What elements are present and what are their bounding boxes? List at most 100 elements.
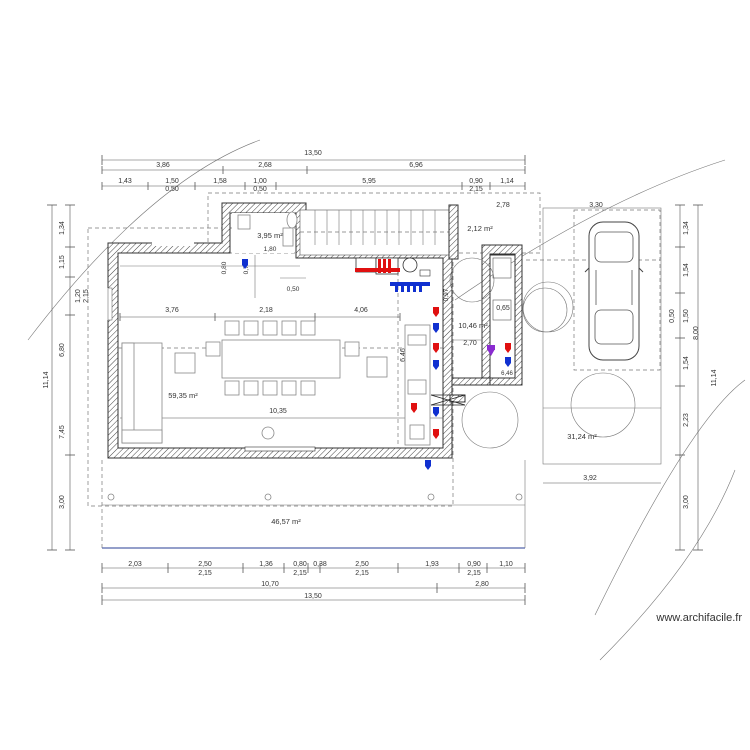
- dim-top-total: 13,50: [304, 150, 322, 157]
- dim-inner: 2,70: [463, 340, 477, 347]
- dim-top: 0,50: [165, 186, 179, 193]
- dim-right: 3,00: [683, 495, 690, 509]
- dim-right: 0,50: [669, 309, 676, 323]
- dim-inner: 0,78: [243, 261, 250, 274]
- top-dimensions: 13,50 3,86 2,68 6,96 1,43 1,50 1,58 1,00…: [101, 150, 526, 193]
- dim-bottom: 2,15: [467, 570, 481, 577]
- cold-outlet-icon: [425, 460, 431, 470]
- dim-inner: 1,80: [264, 246, 277, 253]
- dim-inner: 10,35: [269, 408, 287, 415]
- car-icon: [584, 221, 644, 361]
- dim-top: 1,50: [165, 178, 179, 185]
- dim-bottom: 10,70: [261, 581, 279, 588]
- dim-inner: 2,18: [259, 307, 273, 314]
- dim-right: 1,50: [683, 309, 690, 323]
- sofa: [121, 342, 163, 444]
- room-area-living: 59,35 m²: [168, 391, 198, 400]
- dim-top: 6,96: [409, 162, 423, 169]
- dim-top: 2,15: [469, 186, 483, 193]
- room-area-terrace: 46,57 m²: [271, 517, 301, 526]
- dim-top: 3,86: [156, 162, 170, 169]
- dining-table: [174, 320, 388, 396]
- dim-bottom: 2,50: [355, 561, 369, 568]
- grid-arc: [594, 379, 746, 616]
- dim-bottom: 2,15: [355, 570, 369, 577]
- hot-outlet-icon: [433, 343, 439, 353]
- dim-top: 1,43: [118, 178, 132, 185]
- dim-bottom: 2,15: [293, 570, 307, 577]
- wc-room: 3,95 m² 1,80 0,80 0,78 0,50: [221, 211, 306, 298]
- dim-top: 1,58: [213, 178, 227, 185]
- dim-inner: 3,76: [165, 307, 179, 314]
- dim-inner: 4,06: [354, 307, 368, 314]
- kitchen-counter: [404, 324, 431, 446]
- dim-left: 2,15: [83, 289, 90, 303]
- right-dimensions: 1,34 1,54 1,50 0,50 8,00 11,14 1,54 2,23…: [669, 204, 718, 551]
- dim-top: 5,95: [362, 178, 376, 185]
- dim-right: 11,14: [711, 369, 718, 386]
- dim-inner: 0,97: [443, 288, 450, 301]
- grid-arc: [27, 139, 261, 341]
- dim-right: 2,23: [683, 413, 690, 427]
- room-area-wc: 3,95 m²: [257, 231, 283, 240]
- dim-left: 3,00: [59, 495, 66, 509]
- dim-right: 1,34: [683, 221, 690, 235]
- dim-right: 8,00: [693, 326, 700, 340]
- dim-bottom: 2,15: [198, 570, 212, 577]
- room-area-entry: 2,12 m²: [467, 224, 493, 233]
- dim-left: 1,15: [59, 255, 66, 269]
- left-dimensions: 1,34 1,15 1,20 2,15 6,80 11,14 7,45 3,00: [43, 204, 90, 551]
- grid-arc: [599, 469, 736, 661]
- dim-inner: 0,50: [287, 286, 300, 293]
- dim-bottom: 1,36: [259, 561, 273, 568]
- dim-bottom: 1,10: [499, 561, 513, 568]
- heating-outlets: [242, 259, 511, 470]
- dim-left: 11,14: [43, 371, 50, 388]
- dim-top: 2,68: [258, 162, 272, 169]
- dim-top: 1,00: [253, 178, 267, 185]
- dim-inner: 6,46: [400, 348, 407, 362]
- bottom-dimensions: 2,03 2,50 1,36 0,80 0,38 2,50 1,93 0,90 …: [101, 561, 526, 605]
- dim-left: 1,20: [75, 289, 82, 303]
- grid-arc: [454, 159, 726, 301]
- watermark-text: www.archifacile.fr: [656, 612, 742, 624]
- dim-inner: 0,80: [221, 261, 228, 274]
- dim-left: 7,45: [59, 425, 66, 439]
- dim-bottom: 2,50: [198, 561, 212, 568]
- dim-bottom: 0,80: [293, 561, 307, 568]
- dim-inner: 2,78: [496, 202, 510, 209]
- cold-outlet-icon: [433, 360, 439, 370]
- dim-inner: 6,46: [501, 371, 513, 377]
- dim-bottom: 0,38: [313, 561, 327, 568]
- dim-inner: 3,30: [589, 202, 603, 209]
- dim-bottom: 0,90: [467, 561, 481, 568]
- heating-manifold-icon: [355, 257, 431, 292]
- dim-right: 1,54: [683, 263, 690, 277]
- room-area-garage: 31,24 m²: [567, 432, 597, 441]
- dim-inner: 3,92: [583, 475, 597, 482]
- dim-top: 1,14: [500, 178, 514, 185]
- hot-outlet-icon: [505, 343, 511, 353]
- purple-marker-icon: [487, 349, 495, 356]
- cold-outlet-icon: [433, 323, 439, 333]
- dim-bottom: 2,03: [128, 561, 142, 568]
- side-wing: 0,65 10,46 m² 2,70 6,46 2,12 m² 0,97: [430, 224, 568, 449]
- hot-outlet-icon: [433, 307, 439, 317]
- stair-treads: [300, 210, 450, 245]
- dim-top: 0,90: [469, 178, 483, 185]
- living-room: 3,76 2,18 4,06 10,35 59,35 m² 6,46: [118, 258, 443, 448]
- dim-inner: 0,65: [496, 305, 510, 312]
- dim-left: 6,80: [59, 343, 66, 357]
- cold-outlet-icon: [505, 357, 511, 367]
- dim-top: 0,50: [253, 186, 267, 193]
- hot-outlet-icon: [433, 429, 439, 439]
- dim-right: 1,54: [683, 356, 690, 370]
- dim-bottom-total: 13,50: [304, 593, 322, 600]
- dim-bottom: 2,80: [475, 581, 489, 588]
- room-area-side: 10,46 m²: [458, 321, 488, 330]
- cold-outlet-icon: [433, 407, 439, 417]
- dim-left: 1,34: [59, 221, 66, 235]
- dim-bottom: 1,93: [425, 561, 439, 568]
- terrace: 46,57 m²: [107, 493, 523, 526]
